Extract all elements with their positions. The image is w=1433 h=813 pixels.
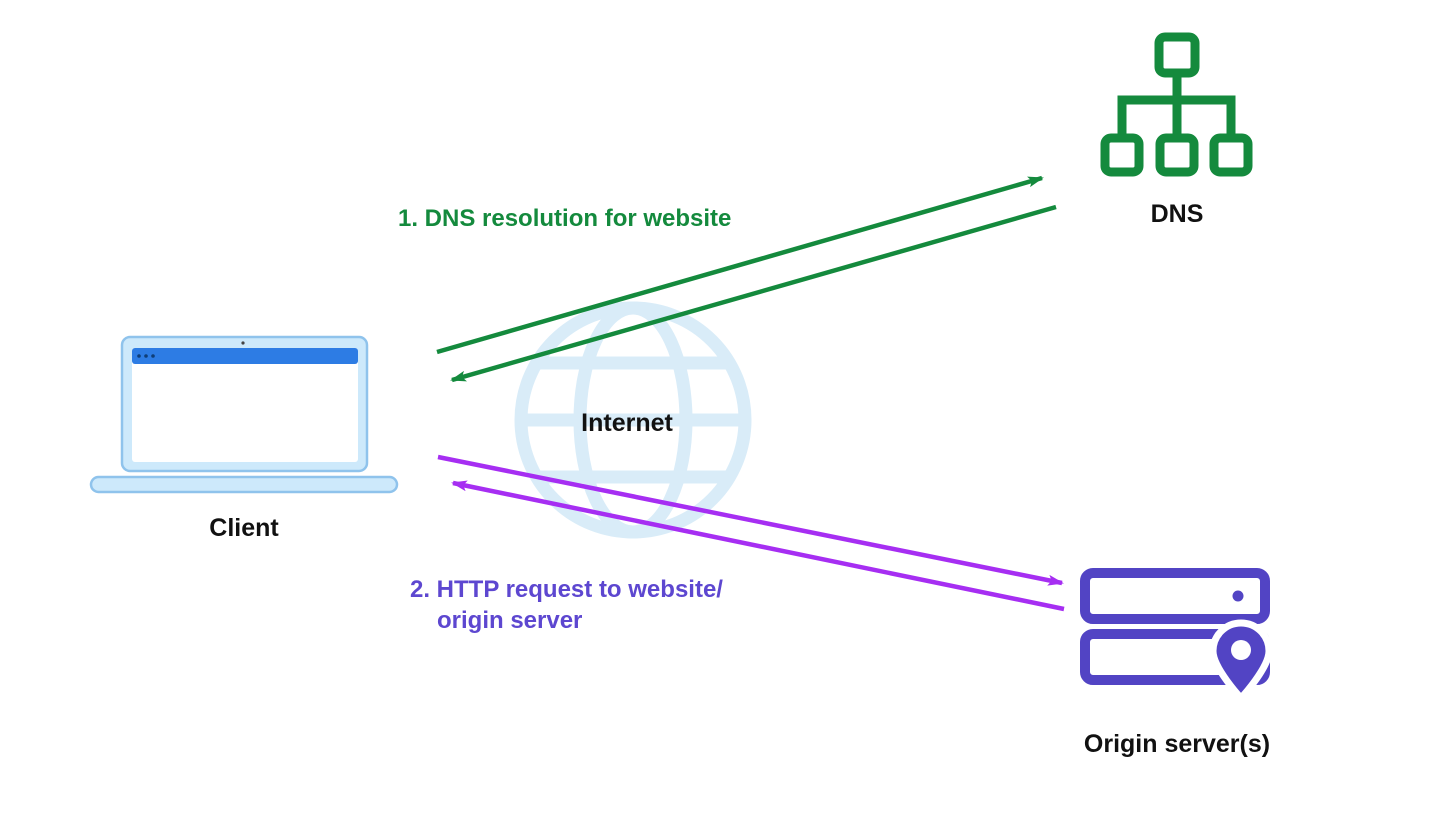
- location-pin-icon: [1209, 619, 1273, 704]
- http-request-arrows: [437, 454, 1065, 612]
- laptop-camera-dot: [241, 341, 245, 345]
- origin-server-icon: [1080, 568, 1273, 704]
- dns-label: DNS: [1151, 200, 1204, 228]
- client-laptop-icon: [89, 335, 399, 494]
- laptop-base: [89, 475, 399, 494]
- http-request-label-line2: origin server: [437, 607, 582, 634]
- client-label: Client: [209, 514, 279, 542]
- http-request-label-line1: 2. HTTP request to website/: [410, 576, 723, 603]
- internet-globe-icon: [514, 301, 752, 539]
- dns-resolution-label: 1. DNS resolution for website: [398, 205, 731, 232]
- internet-label: Internet: [581, 409, 673, 437]
- dns-tree-icon: [1100, 32, 1253, 177]
- laptop-screen: [132, 348, 358, 462]
- dns-resolution-arrows: [436, 175, 1057, 383]
- origin-server-label: Origin server(s): [1084, 730, 1270, 758]
- laptop-title-bar: [132, 348, 358, 364]
